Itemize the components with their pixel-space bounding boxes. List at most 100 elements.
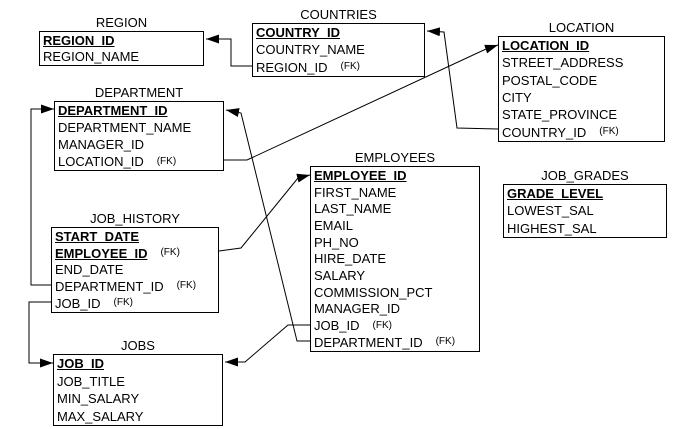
field-region-region_id: REGION_ID — [40, 32, 203, 49]
field-employees-department_id: DEPARTMENT_ID (FK) — [311, 334, 479, 351]
field-job_grades-lowest_sal: LOWEST_SAL — [504, 202, 666, 219]
field-location-country_id: COUNTRY_ID (FK) — [499, 123, 664, 140]
field-jobs-min_salary: MIN_SALARY — [54, 390, 222, 408]
fk-tag: (FK) — [372, 319, 392, 331]
field-location-location_id: LOCATION_ID — [499, 37, 664, 54]
connector-job_history-job_id-to-jobs — [28, 301, 53, 368]
field-name: MANAGER_ID — [314, 301, 400, 317]
field-countries-country_name: COUNTRY_NAME — [253, 41, 424, 58]
field-department-manager_id: MANAGER_ID — [55, 136, 223, 153]
field-employees-manager_id: MANAGER_ID — [311, 301, 479, 318]
field-name: END_DATE — [55, 262, 124, 278]
connector-department-location_id-to-location — [224, 44, 499, 161]
fk-tag: (FK) — [176, 280, 197, 292]
field-countries-region_id: REGION_ID (FK) — [253, 59, 424, 76]
field-department-department_name: DEPARTMENT_NAME — [55, 119, 223, 136]
table-title-jobs: JOBS — [121, 338, 155, 353]
field-name: START_DATE — [55, 228, 140, 244]
fk-tag: (FK) — [113, 297, 133, 309]
field-location-city: CITY — [499, 89, 664, 106]
field-employees-email: EMAIL — [311, 217, 479, 234]
field-name: REGION_ID — [256, 59, 328, 75]
table-title-job_history: JOB_HISTORY — [90, 211, 180, 226]
field-job_history-end_date: END_DATE — [52, 261, 218, 278]
connector-employees-department_id-to-department — [225, 108, 310, 342]
field-name: STREET_ADDRESS — [502, 55, 624, 71]
field-job_history-department_id: DEPARTMENT_ID(FK) — [52, 278, 218, 295]
connector-job_history-employee_id-to-employees — [218, 173, 311, 252]
field-employees-employee_id: EMPLOYEE_ID — [311, 167, 479, 184]
field-employees-job_id: JOB_ID (FK) — [311, 317, 479, 334]
field-name: LOWEST_SAL — [507, 203, 594, 219]
field-employees-first_name: FIRST_NAME — [311, 184, 479, 201]
field-employees-last_name: LAST_NAME — [311, 200, 479, 217]
table-title-department: DEPARTMENT — [94, 85, 184, 100]
table-title-countries: COUNTRIES — [300, 7, 377, 22]
field-job_history-start_date: START_DATE — [52, 228, 218, 245]
field-name: COMMISSION_PCT — [314, 284, 433, 300]
table-title-employees: EMPLOYEES — [354, 150, 436, 165]
field-department-location_id: LOCATION_ID (FK) — [55, 153, 223, 170]
field-name: SALARY — [314, 267, 366, 283]
field-location-postal_code: POSTAL_CODE — [499, 72, 664, 89]
field-employees-hire_date: HIRE_DATE — [311, 250, 479, 267]
field-name: JOB_ID — [314, 318, 360, 334]
table-title-job_grades: JOB_GRADES — [541, 168, 629, 183]
field-name: MANAGER_ID — [58, 137, 144, 152]
fk-tag: (FK) — [160, 247, 180, 259]
field-name: LOCATION_ID — [58, 154, 144, 169]
field-name: PH_NO — [314, 234, 359, 250]
field-name: FIRST_NAME — [314, 184, 397, 200]
field-countries-country_id: COUNTRY_ID — [253, 24, 424, 41]
field-name: DEPARTMENT_NAME — [58, 120, 192, 135]
field-employees-commission_pct: COMMISSION_PCT — [311, 284, 479, 301]
table-title-location: LOCATION — [548, 20, 615, 35]
field-employees-salary: SALARY — [311, 267, 479, 284]
field-jobs-max_salary: MAX_SALARY — [54, 408, 222, 426]
field-name: COUNTRY_ID — [256, 25, 341, 41]
fk-tag: (FK) — [156, 155, 177, 167]
connector-employees-job_id-to-jobs — [225, 324, 310, 367]
fk-tag: (FK) — [435, 336, 456, 348]
field-job_grades-highest_sal: HIGHEST_SAL — [504, 220, 666, 237]
field-name: REGION_ID — [43, 32, 115, 48]
field-name: MAX_SALARY — [57, 408, 144, 424]
field-job_history-employee_id: EMPLOYEE_ID (FK) — [52, 245, 218, 262]
field-name: GRADE_LEVEL — [507, 186, 604, 202]
field-name: JOB_TITLE — [57, 373, 125, 389]
field-jobs-job_id: JOB_ID — [54, 355, 222, 373]
field-name: CITY — [502, 90, 532, 106]
field-name: EMPLOYEE_ID — [314, 167, 407, 183]
field-jobs-job_title: JOB_TITLE — [54, 373, 222, 391]
field-name: HIRE_DATE — [314, 251, 386, 267]
field-name: DEPARTMENT_ID — [58, 103, 168, 118]
field-name: MIN_SALARY — [57, 391, 140, 407]
connector-location-country_id-to-countries — [426, 27, 499, 130]
field-name: LAST_NAME — [314, 201, 392, 217]
field-name: COUNTRY_ID — [502, 124, 587, 140]
table-title-region: REGION — [95, 15, 148, 30]
fk-tag: (FK) — [340, 61, 360, 73]
field-name: JOB_ID — [55, 295, 101, 311]
field-employees-ph_no: PH_NO — [311, 234, 479, 251]
field-department-department_id: DEPARTMENT_ID — [55, 102, 223, 119]
field-name: REGION_NAME — [43, 49, 140, 65]
field-name: HIGHEST_SAL — [507, 220, 597, 236]
field-name: DEPARTMENT_ID — [314, 334, 423, 350]
field-name: EMAIL — [314, 217, 354, 233]
field-name: COUNTRY_NAME — [256, 42, 365, 58]
field-region-region_name: REGION_NAME — [40, 49, 203, 66]
field-name: EMPLOYEE_ID — [55, 245, 148, 261]
field-name: STATE_PROVINCE — [502, 107, 618, 123]
fk-tag: (FK) — [599, 126, 619, 138]
field-name: LOCATION_ID — [502, 38, 590, 54]
